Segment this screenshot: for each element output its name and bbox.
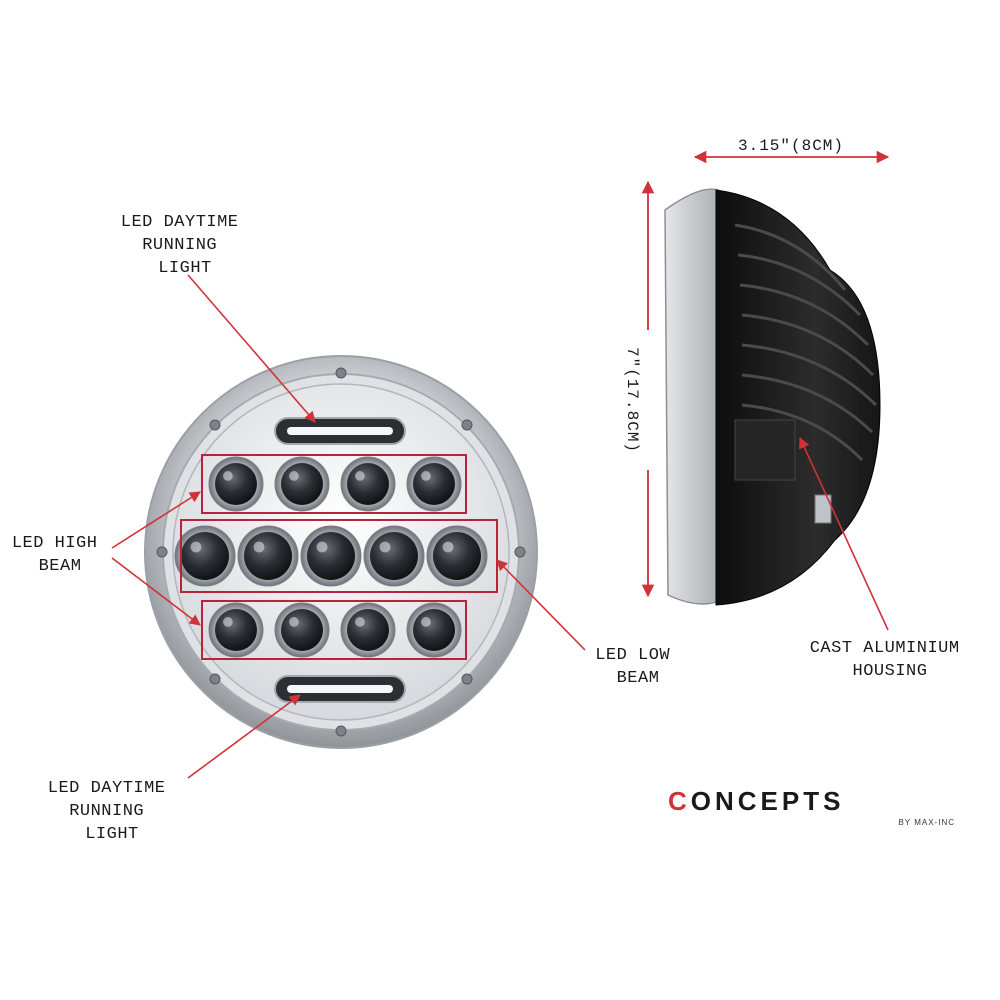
low-beam-led xyxy=(174,525,236,587)
high-beam-led xyxy=(274,456,330,512)
drl-strip-bottom xyxy=(274,675,406,703)
low-beam-led xyxy=(363,525,425,587)
drl-strip-top xyxy=(274,417,406,445)
rear-connector xyxy=(734,419,796,481)
high-beam-led xyxy=(340,602,396,658)
high-beam-box-top xyxy=(201,454,467,514)
high-beam-led xyxy=(406,602,462,658)
mounting-screws xyxy=(156,367,526,737)
led-array xyxy=(174,456,488,658)
high-beam-led xyxy=(274,602,330,658)
front-view-headlight xyxy=(144,355,538,749)
drl-top-label: LED DAYTIME RUNNING LIGHT xyxy=(121,213,249,278)
high-beam-box-bottom xyxy=(201,600,467,660)
low-beam-box xyxy=(180,519,498,593)
diameter-dimension: 7"(17.8CM) xyxy=(620,180,655,598)
low-beam-led xyxy=(237,525,299,587)
heatsink-fins xyxy=(734,223,878,462)
logo-text: CONCEPTS xyxy=(668,786,844,816)
high-beam-led xyxy=(406,456,462,512)
logo-rest: ONCEPTS xyxy=(691,786,845,816)
high-beam-led xyxy=(208,456,264,512)
housing-label: CAST ALUMINIUM HOUSING xyxy=(810,639,971,681)
high-beam-led xyxy=(208,602,264,658)
leader-lines xyxy=(111,274,889,779)
side-view-headlight xyxy=(664,188,881,606)
low-beam-label: LED LOW BEAM xyxy=(595,646,681,688)
low-beam-led xyxy=(300,525,362,587)
depth-label: 3.15"(8CM) xyxy=(738,137,844,155)
high-beam-led xyxy=(340,456,396,512)
drl-bottom-label: LED DAYTIME RUNNING LIGHT xyxy=(48,779,176,844)
concepts-logo: CONCEPTS BY MAX-INC xyxy=(668,786,955,827)
high-beam-label: LED HIGH BEAM xyxy=(12,534,108,576)
diameter-label: 7"(17.8CM) xyxy=(623,347,641,453)
depth-dimension: 3.15"(8CM) xyxy=(693,132,890,164)
logo-sub: BY MAX-INC xyxy=(898,818,955,827)
low-beam-led xyxy=(426,525,488,587)
logo-first-letter: C xyxy=(668,786,691,816)
